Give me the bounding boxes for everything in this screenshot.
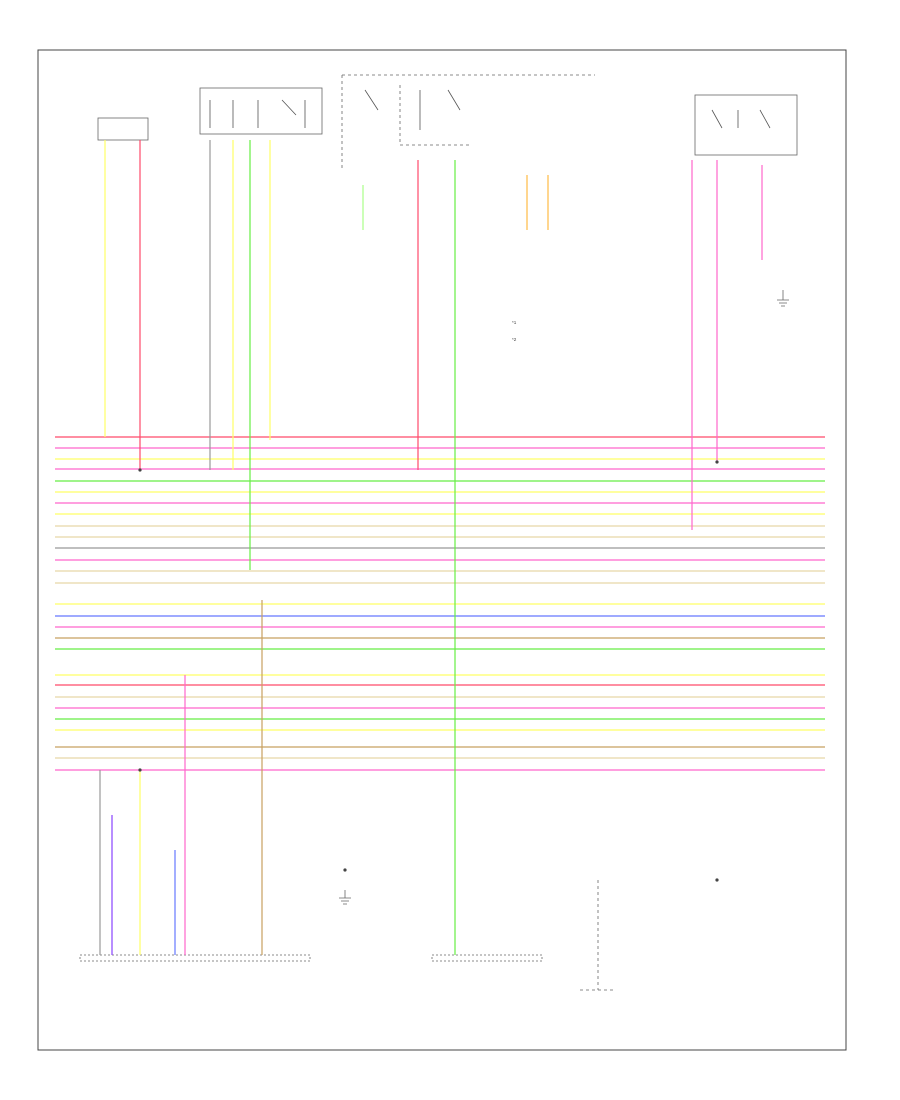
bottom-right-module bbox=[580, 880, 615, 991]
right-switch-outline bbox=[694, 94, 798, 156]
splice-points bbox=[138, 460, 719, 882]
bottom-left-connector bbox=[79, 954, 311, 962]
vertical-wires bbox=[99, 140, 763, 955]
diagram-frame bbox=[37, 49, 847, 1051]
horizontal-trunk bbox=[55, 436, 825, 771]
legend-marker-2: *2 bbox=[512, 337, 517, 342]
left-module-outline bbox=[97, 117, 149, 141]
center-relay-outline bbox=[341, 74, 595, 170]
component-outlines bbox=[79, 74, 798, 991]
switch-contacts bbox=[209, 89, 771, 130]
bottom-mid-connector bbox=[431, 954, 543, 962]
legend-marker-1: *1 bbox=[512, 320, 517, 325]
bottom-ground bbox=[339, 890, 351, 905]
legend: *1 *2 bbox=[512, 320, 517, 342]
right-ground bbox=[777, 290, 789, 307]
switch-outline bbox=[199, 87, 323, 135]
